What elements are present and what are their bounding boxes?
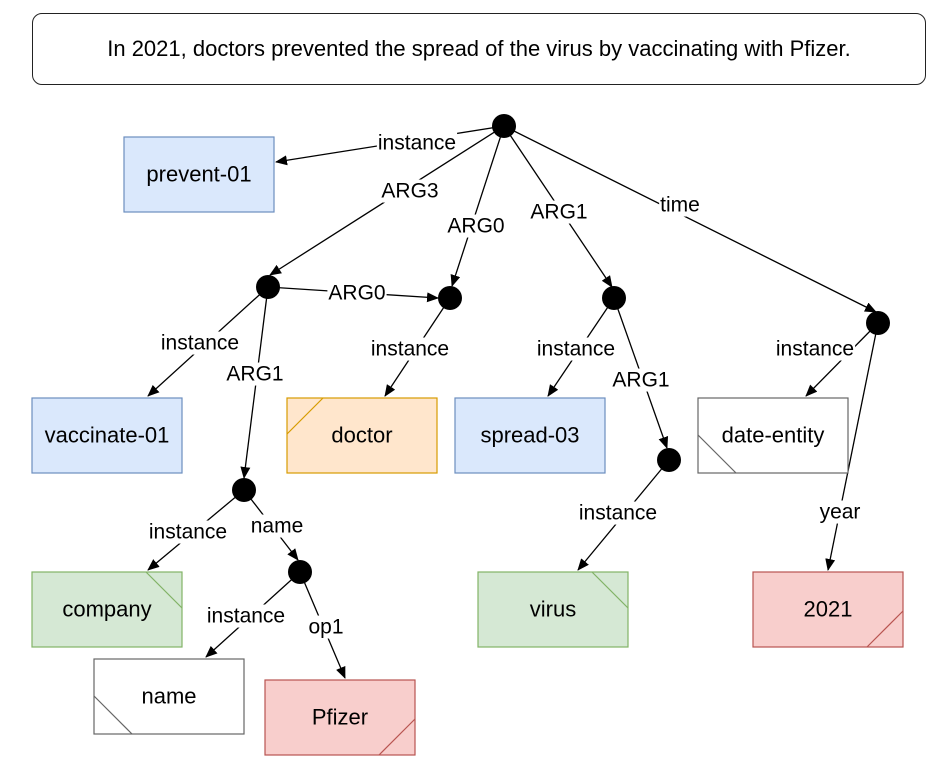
concept-label-year-2021: 2021	[804, 596, 853, 621]
e-company-name-label: name	[251, 515, 304, 538]
e-name-op1-label: op1	[308, 616, 343, 639]
concept-corner-company	[145, 571, 183, 609]
e-date-year-label-bg	[818, 500, 862, 524]
e-name-instance-label-bg	[205, 604, 287, 628]
concept-node-company: company	[31, 571, 183, 648]
variable-node-v-company	[232, 478, 256, 502]
e-company-name-label-bg	[249, 514, 305, 538]
concept-label-doctor: doctor	[331, 422, 392, 447]
e-root-instance-label-bg	[376, 131, 458, 155]
concept-corner-pfizer	[378, 718, 416, 756]
concept-box-prevent	[123, 136, 275, 213]
variable-node-v-vaccinate	[256, 275, 280, 299]
variable-node-root	[492, 114, 516, 138]
concept-corner-doctor	[286, 397, 324, 435]
e-root-instance-label: instance	[378, 132, 456, 155]
concept-label-company: company	[62, 596, 151, 621]
concept-corner-year-2021	[866, 610, 904, 648]
concept-label-pfizer: Pfizer	[312, 704, 368, 729]
concept-corner-date-entity	[697, 434, 737, 474]
e-spread-arg1-label: ARG1	[612, 369, 669, 392]
e-root-arg0-label-bg	[446, 214, 506, 238]
concept-node-date-entity: date-entity	[697, 397, 849, 474]
e-root-arg0-line	[450, 125, 505, 287]
e-company-instance-label: instance	[149, 521, 227, 544]
e-vacc-instance-label-bg	[159, 331, 241, 355]
e-vacc-arg0-label-bg	[327, 281, 387, 305]
concept-node-pfizer: Pfizer	[264, 679, 416, 756]
concept-node-virus: virus	[477, 571, 629, 648]
e-spread-arg1-label-bg	[611, 368, 671, 392]
concept-label-virus: virus	[530, 596, 576, 621]
concept-label-date-entity: date-entity	[722, 422, 825, 447]
variable-node-v-virus	[657, 448, 681, 472]
concept-label-prevent: prevent-01	[146, 161, 251, 186]
concept-node-name: name	[93, 658, 245, 735]
e-root-time-label-bg	[659, 193, 701, 217]
variable-node-v-name	[288, 560, 312, 584]
concept-corner-name	[93, 695, 133, 735]
sentence-box: In 2021, doctors prevented the spread of…	[32, 13, 926, 85]
concept-box-pfizer	[264, 679, 416, 756]
concept-node-vaccinate: vaccinate-01	[31, 397, 183, 474]
e-name-instance-label: instance	[207, 605, 285, 628]
e-virus-instance-label-bg	[577, 501, 659, 525]
e-virus-instance-label: instance	[579, 502, 657, 525]
concept-box-virus	[477, 571, 629, 648]
concept-node-prevent: prevent-01	[123, 136, 275, 213]
e-doctor-instance-label: instance	[371, 338, 449, 361]
e-date-year-line	[825, 322, 879, 571]
concept-label-spread: spread-03	[480, 422, 579, 447]
e-date-instance-label-bg	[774, 337, 856, 361]
e-root-time-label: time	[660, 194, 700, 217]
concept-box-vaccinate	[31, 397, 183, 474]
e-date-year-label: year	[820, 501, 861, 524]
e-vacc-instance-label: instance	[161, 332, 239, 355]
e-spread-instance-label-bg	[535, 337, 617, 361]
concept-label-name: name	[141, 683, 196, 708]
concept-box-spread	[454, 397, 606, 474]
concept-corner-virus	[591, 571, 629, 609]
concept-box-year-2021	[752, 571, 904, 648]
e-vacc-arg1-label-bg	[225, 362, 285, 386]
e-spread-instance-label: instance	[537, 338, 615, 361]
variable-node-v-date	[866, 311, 890, 335]
variable-node-v-doctor	[438, 286, 462, 310]
variable-node-v-spread	[602, 286, 626, 310]
e-root-time-line	[503, 125, 877, 313]
e-root-arg3-label-bg	[380, 179, 440, 203]
concept-box-company	[31, 571, 183, 648]
sentence-text: In 2021, doctors prevented the spread of…	[107, 36, 851, 61]
concept-label-vaccinate: vaccinate-01	[45, 422, 170, 447]
concept-node-spread: spread-03	[454, 397, 606, 474]
concept-node-doctor: doctor	[286, 397, 438, 474]
e-date-instance-label: instance	[776, 338, 854, 361]
e-root-arg1-label-bg	[529, 200, 589, 224]
concept-node-year-2021: 2021	[752, 571, 904, 648]
e-company-instance-label-bg	[147, 520, 229, 544]
e-doctor-instance-label-bg	[369, 337, 451, 361]
concept-box-doctor	[286, 397, 438, 474]
e-root-arg0-label: ARG0	[447, 215, 504, 238]
e-vacc-arg0-label: ARG0	[328, 282, 385, 305]
e-root-arg1-label: ARG1	[530, 201, 587, 224]
e-name-op1-label-bg	[307, 615, 345, 639]
e-root-arg3-label: ARG3	[381, 180, 438, 203]
e-vacc-arg1-label: ARG1	[226, 363, 283, 386]
